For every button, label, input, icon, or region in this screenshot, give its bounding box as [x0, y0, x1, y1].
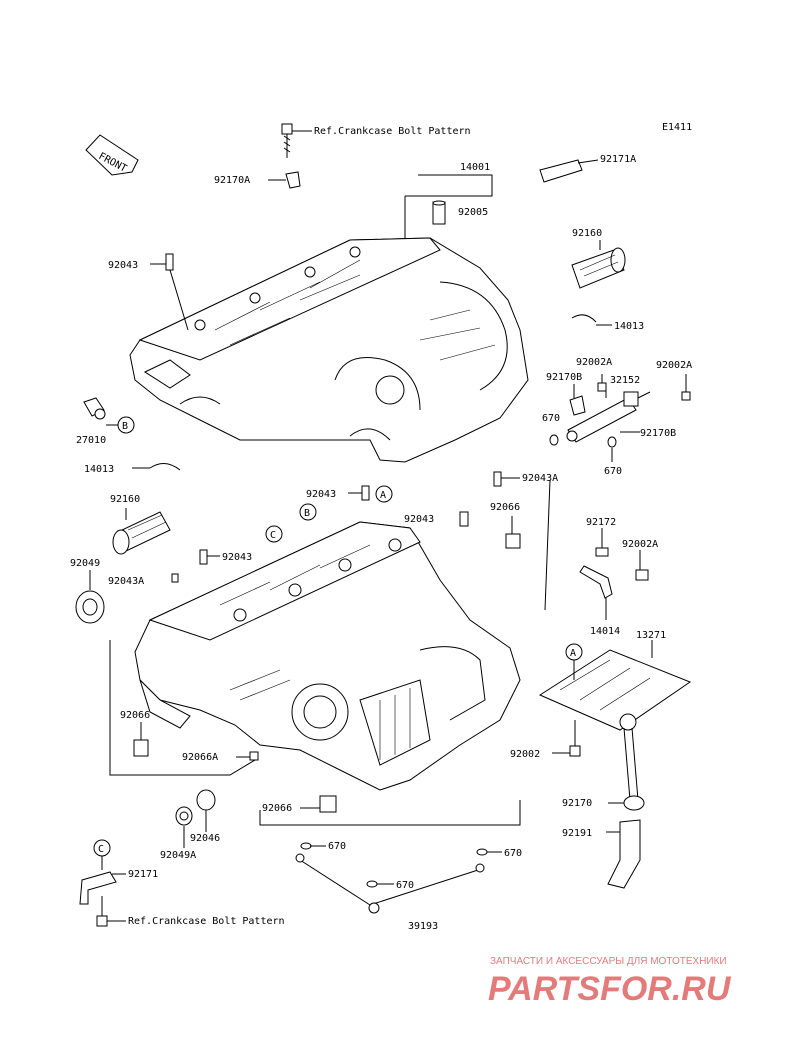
label-13271: 13271 [636, 630, 666, 641]
dowel-92043-left-icon [199, 549, 208, 565]
dowel-92066a-icon [249, 751, 259, 761]
label-92160-left: 92160 [110, 494, 140, 505]
diagram-id: E1411 [662, 122, 692, 133]
label-92043-mid: 92043 [306, 489, 336, 500]
plug-92066-top-icon [505, 516, 521, 549]
seal-92049a-icon [175, 806, 193, 848]
label-92066-left: 92066 [120, 710, 150, 721]
bracket-14014-icon [579, 547, 613, 620]
bottom-bolt-icon [96, 896, 126, 927]
plug-27010-icon [83, 397, 135, 434]
upper-crankcase [129, 237, 529, 463]
bearing-92160-top-icon [571, 240, 626, 289]
dowel-92043-top-icon [150, 253, 189, 331]
label-670-3: 670 [328, 841, 346, 852]
label-27010: 27010 [76, 435, 106, 446]
label-92049: 92049 [70, 558, 100, 569]
dowel-92043a-2-icon [171, 573, 179, 583]
callout-a-right-letter: A [570, 648, 576, 659]
bolt-92002a-1-icon [597, 374, 607, 392]
seal-92049-icon [75, 570, 105, 624]
callout-b [299, 503, 317, 521]
label-92170b-1: 92170B [546, 372, 582, 383]
label-92043-left: 92043 [222, 552, 252, 563]
dowel-92005-icon [432, 200, 446, 225]
label-670-2: 670 [604, 466, 622, 477]
bracket-92171-icon [79, 856, 126, 905]
label-92002a-2: 92002A [656, 360, 692, 371]
label-92191: 92191 [562, 828, 592, 839]
label-670-5: 670 [396, 880, 414, 891]
label-14013-left: 14013 [84, 464, 114, 475]
front-arrow-icon: FRONT [85, 134, 139, 176]
label-92005: 92005 [458, 207, 488, 218]
oil-pipe-39193-icon [295, 842, 502, 914]
bolt-92002a-3-icon [635, 550, 649, 581]
label-92172: 92172 [586, 517, 616, 528]
label-92170a: 92170A [214, 175, 250, 186]
clamp-92170b-1-icon [569, 384, 586, 416]
label-92066a: 92066A [182, 752, 218, 763]
bolt-92002a-2-icon [681, 374, 691, 401]
o-ring-670-2-icon [607, 436, 617, 448]
label-92043-mid2: 92043 [404, 514, 434, 525]
label-92043-top: 92043 [108, 260, 138, 271]
label-92171a: 92171A [600, 154, 636, 165]
hose-92191-icon [606, 819, 641, 889]
label-92002: 92002 [510, 749, 540, 760]
clamp-92170a-icon [268, 171, 301, 189]
label-92066-top: 92066 [490, 502, 520, 513]
label-92046: 92046 [190, 833, 220, 844]
label-92043a-1: 92043A [522, 473, 558, 484]
dowel-92043a-1-icon [493, 471, 502, 487]
lower-crankcase [134, 521, 521, 791]
label-92049a: 92049A [160, 850, 196, 861]
label-92066-bottom: 92066 [262, 803, 292, 814]
plug-92066-left-icon [133, 722, 149, 757]
label-670-4: 670 [504, 848, 522, 859]
label-92170: 92170 [562, 798, 592, 809]
watermark-tagline: ЗАПЧАСТИ И АКСЕССУАРЫ ДЛЯ МОТОТЕХНИКИ [490, 956, 727, 967]
ref-crankcase-bottom: Ref.Crankcase Bolt Pattern [128, 916, 285, 927]
callout-b-left [117, 416, 135, 434]
fitting-32152-icon [566, 391, 651, 443]
label-32152: 32152 [610, 375, 640, 386]
label-92170b-2: 92170B [640, 428, 676, 439]
label-14014: 14014 [590, 626, 620, 637]
bearing-92160-left-icon [112, 508, 171, 555]
label-39193: 39193 [408, 921, 438, 932]
callout-c-letter: C [270, 530, 276, 541]
dowel-92043-mid-icon [361, 485, 370, 501]
label-92160-top: 92160 [572, 228, 602, 239]
callout-c-bottom-letter: C [98, 844, 104, 855]
clamp-92170-icon [608, 795, 645, 811]
top-bolt-icon [281, 123, 312, 158]
callout-a-mid [375, 485, 393, 503]
label-92171: 92171 [128, 869, 158, 880]
label-670-1: 670 [542, 413, 560, 424]
bolt-92002-icon [552, 720, 581, 757]
callout-b-letter: B [304, 508, 310, 519]
label-92002a-1: 92002A [576, 357, 612, 368]
label-14013-right: 14013 [614, 321, 644, 332]
label-92043a-2: 92043A [108, 576, 144, 587]
oil-screen-13271-icon [538, 640, 692, 801]
watermark-brand: PARTSFOR.RU [488, 970, 732, 1008]
dowel-92043-mid2-icon [459, 511, 469, 527]
callout-c [265, 525, 283, 543]
callout-b-left-letter: B [122, 421, 128, 432]
plate-92171a-icon [539, 159, 599, 183]
label-14001: 14001 [460, 162, 490, 173]
ref-crankcase-top: Ref.Crankcase Bolt Pattern [314, 126, 471, 137]
bearing-92046-icon [196, 789, 216, 832]
o-ring-670-1-icon [549, 434, 559, 446]
plug-92066-bottom-icon [300, 795, 337, 813]
callout-a-mid-letter: A [380, 490, 386, 501]
label-92002a-3: 92002A [622, 539, 658, 550]
